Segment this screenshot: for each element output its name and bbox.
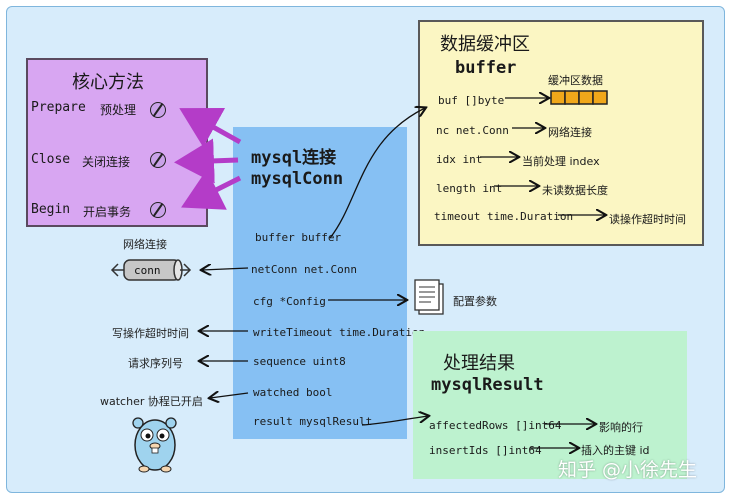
conn-field-writetimeout: writeTimeout time.Duration — [253, 326, 426, 339]
buffer-field-timeout: timeout time.Duration — [434, 210, 574, 223]
conn-field-watched: watched bool — [253, 386, 333, 399]
method-begin-desc: 开启事务 — [83, 205, 132, 219]
conn-pipe-label: conn — [134, 264, 161, 277]
method-begin: Begin — [31, 202, 71, 217]
method-prepare-icon — [150, 102, 166, 118]
watermark: 知乎 @小徐先生 — [558, 459, 698, 481]
buffer-cells — [550, 90, 608, 105]
method-close-icon — [150, 152, 166, 168]
result-panel: 处理结果 mysqlResult affectedRows []int64 影响… — [413, 331, 687, 479]
result-arrows — [530, 424, 595, 448]
conn-field-result: result mysqlResult — [253, 415, 373, 428]
buffer-field-buf: buf []byte — [438, 94, 505, 107]
conn-field-netconn: netConn net.Conn — [251, 263, 357, 276]
conn-pipe-icon — [110, 259, 192, 281]
buffer-cells-label: 缓冲区数据 — [548, 74, 603, 87]
buffer-field-nc: nc net.Conn — [436, 124, 509, 137]
buffer-title: 数据缓冲区 — [440, 34, 530, 55]
method-begin-icon — [150, 202, 166, 218]
buffer-desc-timeout: 读操作超时时间 — [609, 213, 686, 226]
result-title: 处理结果 — [443, 353, 515, 374]
method-close-desc: 关闭连接 — [82, 155, 131, 169]
conn-title: mysql连接 — [251, 148, 337, 168]
net-annotation: 网络连接 — [123, 238, 167, 251]
buffer-arrows — [480, 98, 605, 215]
buffer-panel: 数据缓冲区 buffer 缓冲区数据 buf []byte nc net.Con… — [418, 20, 704, 246]
result-desc-insertids: 插入的主键 id — [581, 444, 650, 457]
result-desc-affectedrows: 影响的行 — [599, 421, 643, 434]
method-prepare-desc: 预处理 — [100, 103, 137, 117]
buffer-field-idx: idx int — [436, 153, 483, 166]
core-methods-panel: 核心方法 Prepare 预处理 Close 关闭连接 Begin 开启事务 — [26, 58, 208, 227]
arrow-to-close — [174, 138, 239, 184]
method-close: Close — [31, 152, 71, 167]
buffer-desc-nc: 网络连接 — [548, 126, 592, 139]
conn-field-buffer: buffer buffer — [255, 231, 342, 244]
arrow-to-prepare — [179, 107, 242, 148]
gopher-mascot-icon — [132, 417, 177, 473]
write-timeout-annotation: 写操作超时时间 — [112, 327, 189, 340]
left-arrows — [200, 268, 249, 398]
arrow-to-buffer — [329, 108, 425, 239]
buffer-field-length: length int — [436, 182, 503, 195]
watcher-annotation: watcher 协程已开启 — [100, 395, 203, 408]
result-field-affectedrows: affectedRows []int64 — [429, 419, 562, 432]
method-prepare: Prepare — [31, 100, 86, 115]
conn-field-cfg: cfg *Config — [253, 295, 326, 308]
arrow-to-begin — [181, 169, 242, 210]
buffer-desc-length: 未读数据长度 — [542, 184, 608, 197]
arrow-to-result — [361, 416, 428, 426]
result-field-insertids: insertIds []int64 — [429, 444, 542, 457]
buffer-desc-idx: 当前处理 index — [522, 155, 600, 168]
config-annotation: 配置参数 — [453, 295, 497, 308]
conn-name: mysqlConn — [251, 169, 344, 189]
result-name: mysqlResult — [431, 375, 544, 395]
mysql-conn-panel: mysql连接 mysqlConn buffer buffer netConn … — [233, 127, 425, 439]
config-document-icon — [414, 279, 444, 315]
buffer-name: buffer — [455, 58, 517, 78]
conn-field-sequence: sequence uint8 — [253, 355, 346, 368]
core-methods-title: 核心方法 — [72, 72, 144, 93]
method-arrows — [174, 107, 242, 210]
sequence-annotation: 请求序列号 — [128, 357, 183, 370]
